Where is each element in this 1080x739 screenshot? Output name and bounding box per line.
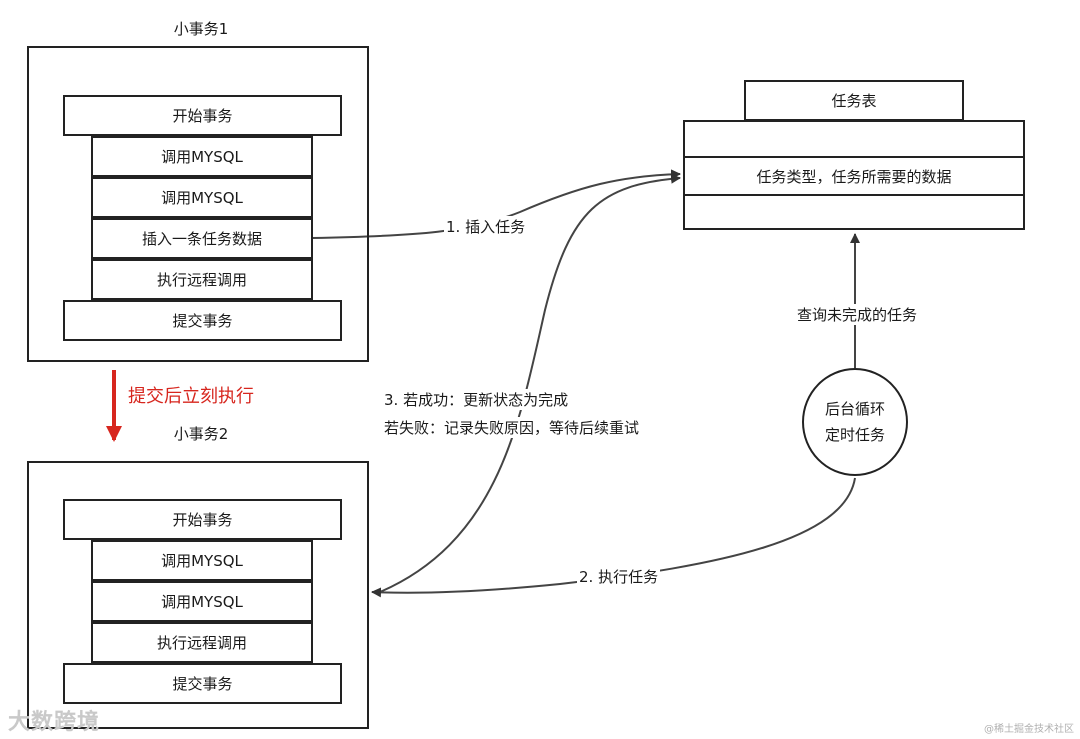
watermark-right: @稀土掘金技术社区 (984, 724, 1074, 735)
result-label-line2: 若失败：记录失败原因，等待后续重试 (384, 417, 640, 438)
commit-arrow-label: 提交后立刻执行 (128, 386, 254, 407)
tx1-step-commit: 提交事务 (63, 300, 342, 341)
task-table-title: 任务表 (744, 80, 964, 121)
scheduler-line2: 定时任务 (824, 426, 885, 444)
tx1-step-mysql-2: 调用MYSQL (91, 177, 313, 218)
tx1-step-remote-call: 执行远程调用 (91, 259, 313, 300)
tx1-step-begin: 开始事务 (63, 95, 342, 136)
tx2-step-mysql-2: 调用MYSQL (91, 581, 313, 622)
execute-task-label: 2. 执行任务 (577, 566, 661, 587)
insert-task-arrow (311, 169, 681, 239)
query-label: 查询未完成的任务 (793, 304, 921, 325)
watermark-left: 大数跨境 (8, 710, 101, 735)
tx2-step-remote-call: 执行远程调用 (91, 622, 313, 663)
tx2-frame (27, 461, 369, 729)
tx1-step-insert-task: 插入一条任务数据 (91, 218, 313, 259)
tx1-step-mysql-1: 调用MYSQL (91, 136, 313, 177)
result-arrow (379, 173, 681, 593)
result-label-line1: 3. 若成功：更新状态为完成 (384, 389, 569, 410)
tx1-frame (27, 46, 369, 362)
tx1-title: 小事务1 (173, 20, 229, 38)
scheduler-line1: 后台循环 (824, 400, 885, 418)
task-table-empty-row (683, 194, 1025, 230)
tx2-title: 小事务2 (173, 425, 229, 443)
scheduler-circle: 后台循环 定时任务 (802, 368, 908, 476)
tx2-step-commit: 提交事务 (63, 663, 342, 704)
tx2-step-mysql-1: 调用MYSQL (91, 540, 313, 581)
task-table-data-row: 任务类型，任务所需要的数据 (683, 156, 1025, 196)
tx2-step-begin: 开始事务 (63, 499, 342, 540)
insert-task-label: 1. 插入任务 (444, 216, 528, 237)
task-table-header-row (683, 120, 1025, 158)
